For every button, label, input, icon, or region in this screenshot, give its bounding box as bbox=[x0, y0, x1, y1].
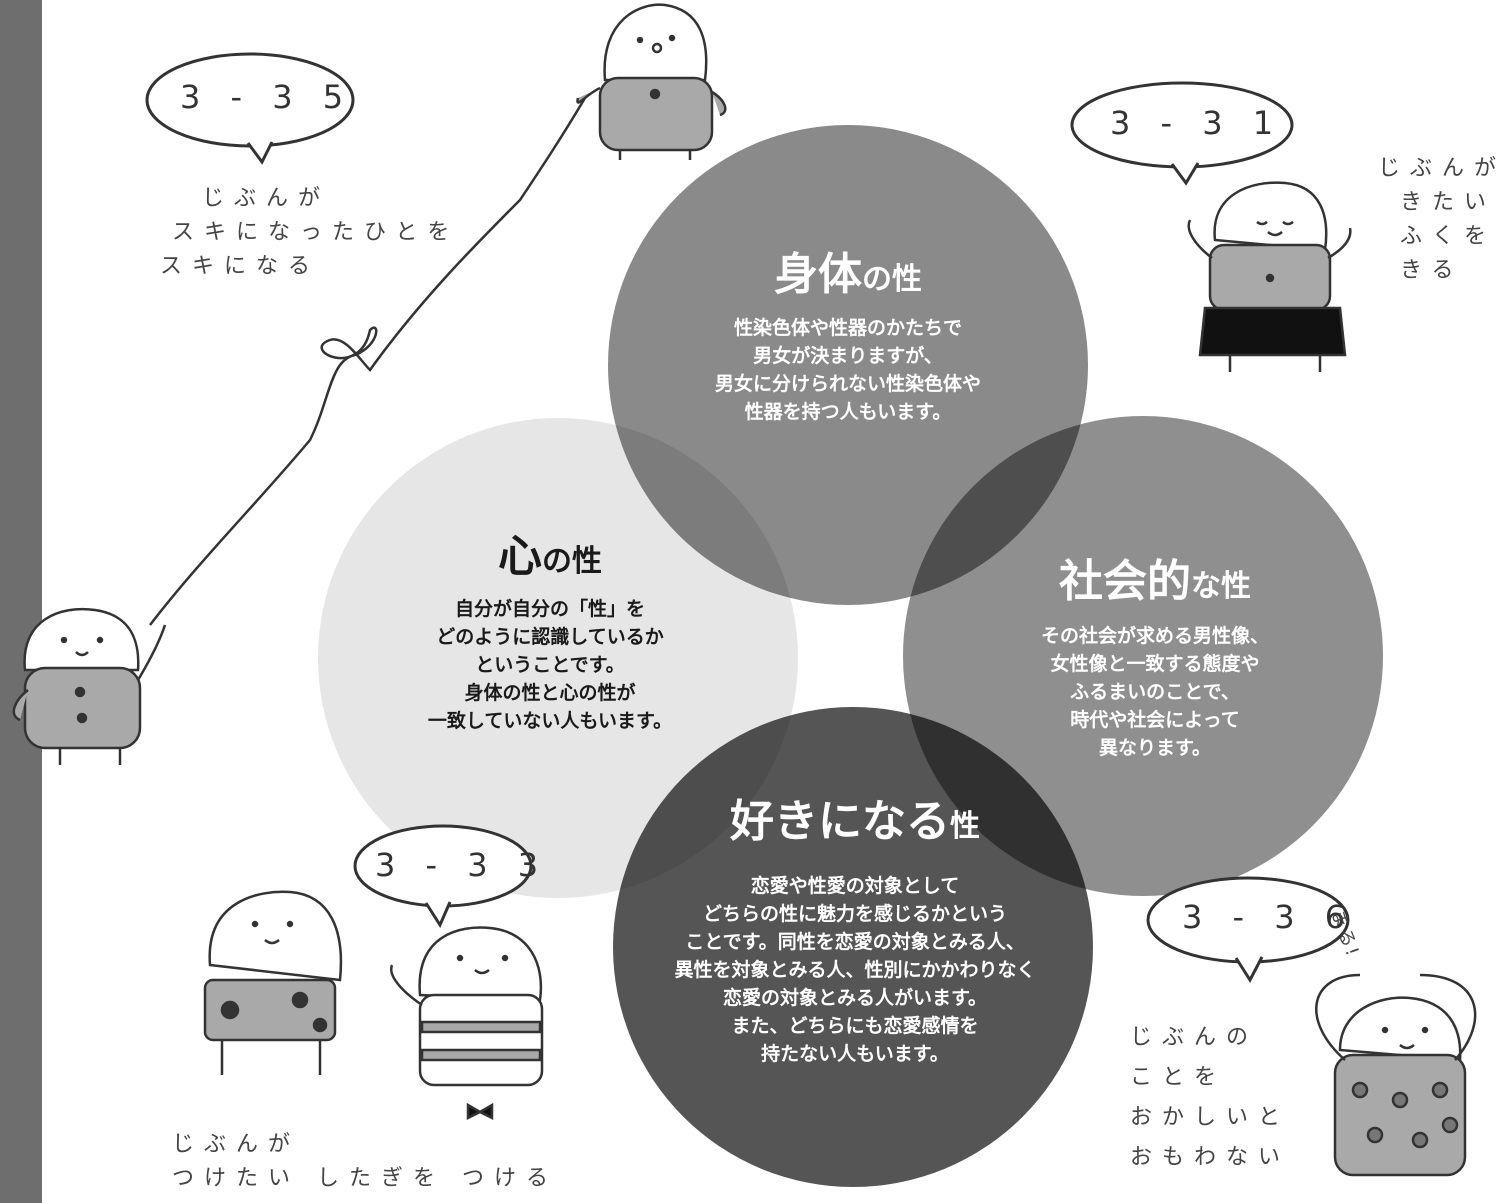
attraction-line: 持たない人もいます。 bbox=[761, 1043, 949, 1065]
caption-line: おかしいと bbox=[1130, 1105, 1291, 1130]
attraction-title: 好きになる性 bbox=[680, 785, 1030, 849]
caption-line: ことを bbox=[1130, 1065, 1227, 1090]
caption-line: きたい bbox=[1400, 190, 1497, 215]
social-sex-title-suffix: な性 bbox=[1191, 569, 1251, 604]
circle-body bbox=[608, 125, 1088, 605]
attraction-title-main: 好きになる bbox=[730, 796, 950, 847]
mind-sex-title-main: 心 bbox=[498, 531, 542, 582]
bubble-label-3-36: 3 - 3 6 bbox=[1182, 898, 1356, 936]
attraction-line: どちらの性に魅力を感じるかという bbox=[702, 903, 1007, 925]
page-edge-bar bbox=[0, 0, 42, 1203]
mind-sex-description: 自分が自分の「性」を どのように認識しているか ということです。 身体の性と心の… bbox=[380, 595, 720, 735]
caption-line: スキになる bbox=[160, 254, 321, 279]
body-sex-line: 男女が決まりますが、 bbox=[753, 345, 943, 367]
bubble-3-33-shape bbox=[353, 824, 533, 929]
circle-social bbox=[903, 416, 1383, 896]
body-sex-title-main: 身体 bbox=[774, 249, 862, 300]
body-sex-line: 性染色体や性器のかたちで bbox=[733, 317, 962, 339]
body-sex-title-suffix: の性 bbox=[862, 262, 922, 297]
character-kite-figure bbox=[576, 3, 727, 160]
attraction-description: 恋愛や性愛の対象として どちらの性に魅力を感じるかという ことです。同性を恋愛の… bbox=[630, 872, 1080, 1068]
caption-3-36: じぶんの ことを おかしいと おもわない bbox=[1130, 1018, 1290, 1178]
bubble-label-3-31: 3 - 3 1 bbox=[1110, 104, 1284, 142]
caption-3-31: じぶんが きたい ふくを きる bbox=[1378, 152, 1506, 288]
character-skirt-figure bbox=[1187, 181, 1352, 372]
social-sex-title: 社会的な性 bbox=[1000, 545, 1310, 609]
venn-circles bbox=[318, 125, 1383, 1187]
mind-sex-line: 身体の性と心の性が bbox=[464, 682, 636, 704]
body-sex-description: 性染色体や性器のかたちで 男女が決まりますが、 男女に分けられない性染色体や 性… bbox=[658, 314, 1038, 426]
social-sex-title-main: 社会的 bbox=[1059, 556, 1191, 607]
caption-line: つけたい したぎを つける bbox=[172, 1166, 558, 1191]
caption-line: ふくを bbox=[1400, 224, 1497, 249]
circle-mind bbox=[318, 418, 798, 898]
attraction-line: 恋愛や性愛の対象として bbox=[750, 875, 960, 897]
character-polka-figure bbox=[1315, 973, 1477, 1177]
caption-line: おもわない bbox=[1130, 1145, 1291, 1170]
attraction-line: 恋愛の対象とみる人がいます。 bbox=[722, 987, 988, 1009]
caption-line: スキになったひとを bbox=[172, 220, 460, 245]
circle-love bbox=[613, 707, 1093, 1187]
mind-sex-line: ということです。 bbox=[475, 654, 625, 676]
attraction-title-suffix: 性 bbox=[950, 809, 980, 844]
attraction-line: ことです。同性を恋愛の対象とみる人、 bbox=[685, 931, 1025, 953]
character-left-figure bbox=[12, 607, 167, 765]
caption-line: じぶんが bbox=[172, 1132, 301, 1157]
attraction-line: また、どちらにも恋愛感情を bbox=[731, 1015, 979, 1037]
social-sex-line: 女性像と一致する態度や bbox=[1050, 653, 1260, 675]
caption-line: じぶんの bbox=[1130, 1025, 1259, 1050]
character-underwear-figure-2 bbox=[390, 926, 544, 1121]
social-sex-line: ふるまいのことで、 bbox=[1070, 681, 1240, 703]
social-sex-line: その社会が求める男性像、 bbox=[1040, 625, 1269, 647]
bubble-label-3-33: 3 - 3 3 bbox=[375, 846, 549, 884]
bubble-3-35-shape bbox=[145, 52, 355, 165]
body-sex-title: 身体の性 bbox=[698, 238, 998, 302]
bubble-3-31-shape bbox=[1070, 81, 1294, 186]
kite-string bbox=[149, 97, 587, 626]
caption-3-35: じぶんが スキになったひとを スキになる bbox=[160, 182, 459, 284]
mind-sex-title-suffix: の性 bbox=[542, 544, 602, 579]
caption-line: きる bbox=[1400, 258, 1464, 283]
bubble-3-36-shape bbox=[1146, 876, 1350, 983]
attraction-line: 異性を対象とみる人、性別にかかわりなく bbox=[674, 959, 1036, 981]
mind-sex-line: 一致していない人もいます。 bbox=[427, 710, 673, 732]
mind-sex-title: 心の性 bbox=[400, 520, 700, 584]
caption-line: じぶんが bbox=[1378, 156, 1507, 181]
bubble-label-3-35: 3 - 3 5 bbox=[180, 78, 354, 116]
social-sex-description: その社会が求める男性像、 女性像と一致する態度や ふるまいのことで、 時代や社会… bbox=[980, 622, 1330, 762]
body-sex-line: 性器を持つ人もいます。 bbox=[744, 401, 952, 423]
caption-3-33: じぶんが つけたい したぎを つける bbox=[172, 1128, 558, 1196]
mind-sex-line: 自分が自分の「性」を bbox=[454, 598, 645, 620]
body-sex-line: 男女に分けられない性染色体や bbox=[714, 373, 981, 395]
character-underwear-figure-1 bbox=[203, 890, 343, 1075]
social-sex-line: 異なります。 bbox=[1098, 737, 1212, 759]
mind-sex-line: どのように認識しているか bbox=[436, 626, 664, 648]
caption-line: じぶんが bbox=[202, 186, 331, 211]
social-sex-line: 時代や社会によって bbox=[1070, 709, 1240, 731]
